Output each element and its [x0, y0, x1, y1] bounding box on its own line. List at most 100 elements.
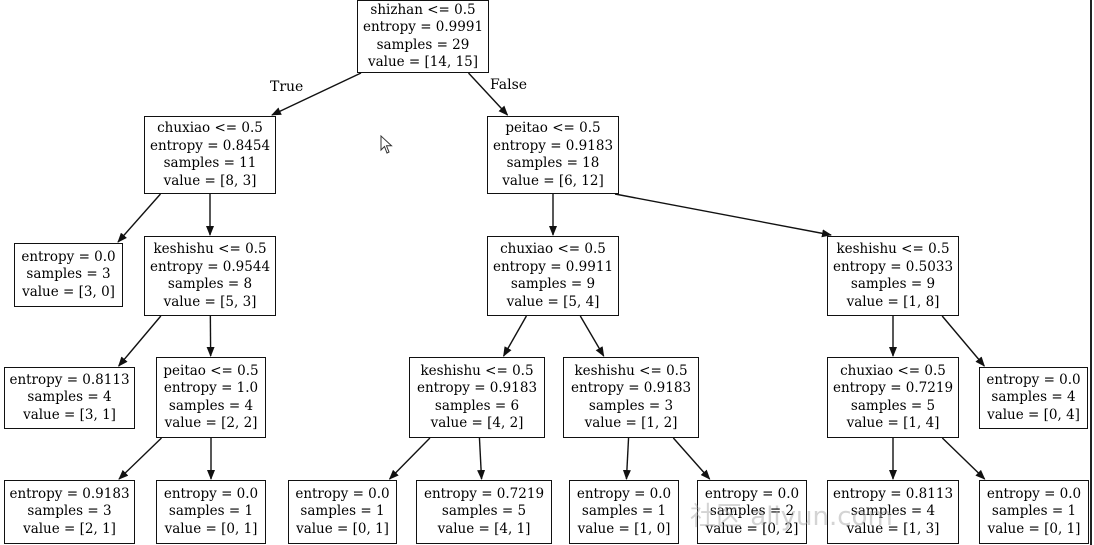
node-line: value = [8, 3] — [163, 172, 257, 189]
node-line: entropy = 0.0 — [986, 371, 1081, 388]
node-line: entropy = 0.9183 — [416, 380, 538, 396]
node-line: samples = 6 — [434, 397, 520, 414]
node-line: chuxiao <= 0.5 — [157, 120, 263, 136]
node-line: entropy = 0.0 — [163, 485, 259, 502]
node-line: value = [1, 8] — [846, 293, 940, 310]
node-line: value = [0, 1] — [987, 520, 1081, 537]
node-line: keshishu <= 0.5 — [836, 241, 950, 257]
node-line: samples = 3 — [26, 266, 111, 283]
window-right-border — [1090, 0, 1092, 545]
node-line: chuxiao <= 0.5 — [500, 241, 606, 257]
node-line: samples = 1 — [991, 503, 1077, 520]
tree-edge-n9-n15 — [388, 437, 431, 480]
tree-edge-n6-n12 — [941, 315, 985, 367]
tree-edge-n5-n9 — [502, 315, 528, 357]
node-line: entropy = 0.0 — [704, 485, 800, 502]
tree-edge-n0-n2 — [467, 72, 509, 116]
tree-edge-n5-n10 — [579, 315, 605, 357]
node-line: samples = 9 — [850, 276, 936, 292]
node-line: value = [6, 12] — [502, 172, 604, 189]
node-line: samples = 4 — [991, 389, 1076, 406]
node-line: value = [5, 4] — [506, 293, 600, 310]
node-line: entropy = 0.0 — [576, 485, 672, 502]
node-line: value = [3, 1] — [23, 406, 116, 423]
node-line: samples = 1 — [581, 503, 667, 520]
node-line: entropy = 0.0 — [295, 485, 390, 502]
node-line: value = [5, 3] — [163, 293, 257, 310]
node-line: value = [0, 1] — [164, 520, 258, 537]
node-line: entropy = 0.9183 — [9, 485, 130, 502]
node-line: entropy = 0.9991 — [362, 19, 484, 35]
node-line: entropy = 0.9911 — [492, 258, 614, 275]
tree-edge-n0-n1 — [271, 72, 362, 116]
node-line: value = [1, 2] — [584, 415, 678, 431]
node-line: samples = 29 — [376, 36, 470, 53]
node-line: keshishu <= 0.5 — [153, 241, 267, 257]
node-line: entropy = 1.0 — [163, 380, 259, 396]
node-line: keshishu <= 0.5 — [574, 362, 688, 379]
node-line: entropy = 0.0 — [986, 485, 1082, 502]
tree-edge-n1-n3 — [117, 193, 161, 243]
tree-edge-n2-n6 — [614, 193, 832, 238]
node-line: entropy = 0.9544 — [149, 258, 271, 275]
node-line: value = [2, 1] — [23, 520, 116, 537]
node-line: value = [3, 0] — [22, 283, 115, 300]
node-line: entropy = 0.9183 — [492, 137, 614, 154]
node-line: value = [0, 1] — [296, 520, 389, 537]
node-line: value = [4, 1] — [437, 520, 531, 537]
node-line: samples = 1 — [300, 503, 385, 520]
node-line: value = [0, 4] — [987, 406, 1080, 423]
node-line: samples = 2 — [709, 503, 795, 520]
edge-label-false: False — [490, 77, 528, 93]
tree-edge-n10-n18 — [672, 437, 711, 480]
node-line: samples = 4 — [27, 389, 112, 406]
node-line: chuxiao <= 0.5 — [840, 362, 946, 379]
node-line: entropy = 0.9183 — [570, 380, 692, 396]
node-line: value = [1, 0] — [577, 520, 671, 537]
node-line: samples = 8 — [167, 276, 253, 292]
tree-edge-n4-n7 — [118, 315, 162, 367]
node-line: value = [2, 2] — [164, 415, 258, 431]
node-line: value = [0, 2] — [705, 520, 799, 537]
node-line: value = [1, 3] — [846, 520, 940, 537]
node-line: samples = 3 — [27, 503, 112, 520]
tree-edge-n9-n16 — [477, 437, 486, 480]
node-line: entropy = 0.7219 — [832, 380, 954, 396]
node-line: samples = 5 — [850, 397, 936, 414]
node-line: entropy = 0.0 — [21, 248, 116, 265]
node-line: value = [4, 2] — [430, 415, 524, 431]
node-line: value = [1, 4] — [846, 415, 940, 431]
node-line: peitao <= 0.5 — [163, 362, 259, 379]
edge-label-true: True — [270, 79, 304, 95]
node-line: shizhan <= 0.5 — [370, 1, 476, 18]
mouse-pointer-icon — [380, 134, 394, 159]
node-line: value = [14, 15] — [367, 54, 479, 70]
node-line: samples = 11 — [163, 155, 257, 171]
tree-edge-n11-n20 — [941, 437, 986, 480]
node-line: samples = 3 — [588, 397, 674, 414]
node-line: entropy = 0.8113 — [832, 485, 954, 502]
node-line: entropy = 0.7219 — [423, 485, 545, 502]
node-line: entropy = 0.8454 — [149, 137, 271, 154]
node-line: samples = 4 — [168, 397, 254, 414]
